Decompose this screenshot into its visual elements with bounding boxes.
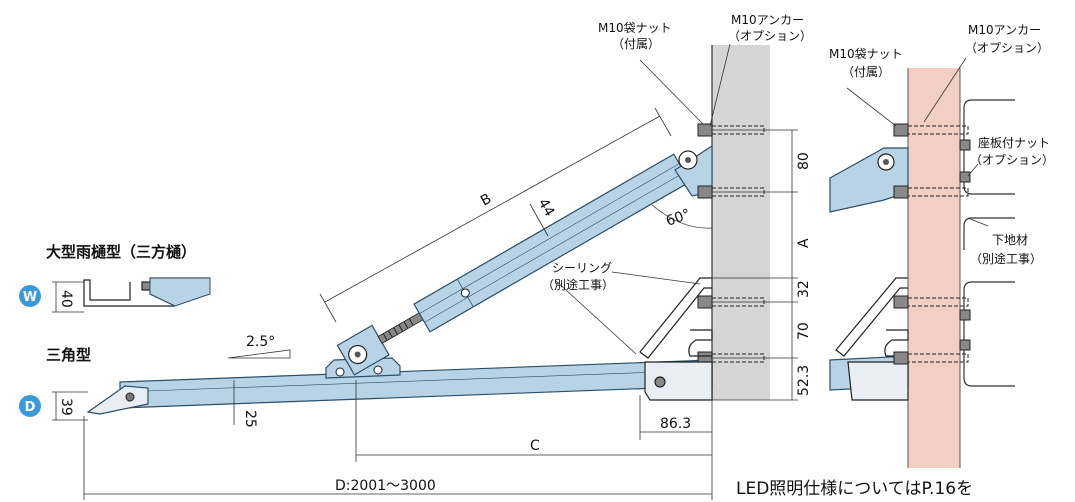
base-material-sub: （別途工事） [970,251,1042,266]
badge-w: W [19,285,41,307]
dim-32: 32 [796,280,812,298]
triangle-gutter-end [86,385,149,415]
dim-a: A [796,238,812,248]
nut-left-sub: （付属） [612,37,660,51]
anchor-right-sub: （オプション） [965,41,1049,55]
dim-39: 39 [58,398,74,416]
wall-bracket-left [639,277,713,401]
dim-86: 86.3 [660,416,691,432]
dim-d-range: D:2001〜3000 [335,478,436,494]
dim-angle: 60° [664,206,693,230]
triangle-type-title: 三角型 [46,346,91,364]
anchor-right-label: M10アンカー [968,23,1041,37]
dim-25: 25 [242,410,258,428]
sealing-label: シーリング [552,261,612,275]
nut-left-label: M10袋ナット [598,21,672,35]
badge-w-text: W [23,290,37,305]
anchor-bolts-right [893,123,971,365]
badge-d-text: D [25,400,36,415]
anchor-left-sub: （オプション） [728,29,812,43]
main-beam [119,359,713,409]
seat-nut-sub: （オプション） [970,153,1054,167]
dim-b: B [478,191,494,210]
wall-bracket-right [835,277,909,401]
nut-right-sub: （付属） [842,65,890,79]
badge-d: D [19,395,41,417]
led-note: LED照明仕様についてはP.16を [736,479,973,499]
sealing-sub: （別途工事） [542,277,614,292]
nut-right-label: M10袋ナット [829,47,903,61]
gutter-type-title: 大型雨樋型（三方樋） [46,243,196,261]
dim-c: C [530,438,540,454]
dim-slope: 2.5° [246,334,275,350]
dim-40: 40 [58,290,74,308]
wall-left [712,45,770,400]
diagonal-strut [413,153,691,333]
wall-right [908,68,960,468]
dim-52: 52.3 [796,365,812,396]
dim-44: 44 [535,196,558,220]
right-strut-fragment [829,147,909,213]
dim-80: 80 [796,152,812,170]
base-material-label: 下地材 [992,233,1028,247]
seat-nut-label: 座板付ナット [978,135,1050,150]
anchor-left-label: M10アンカー [731,13,804,27]
dim-70: 70 [796,322,812,340]
